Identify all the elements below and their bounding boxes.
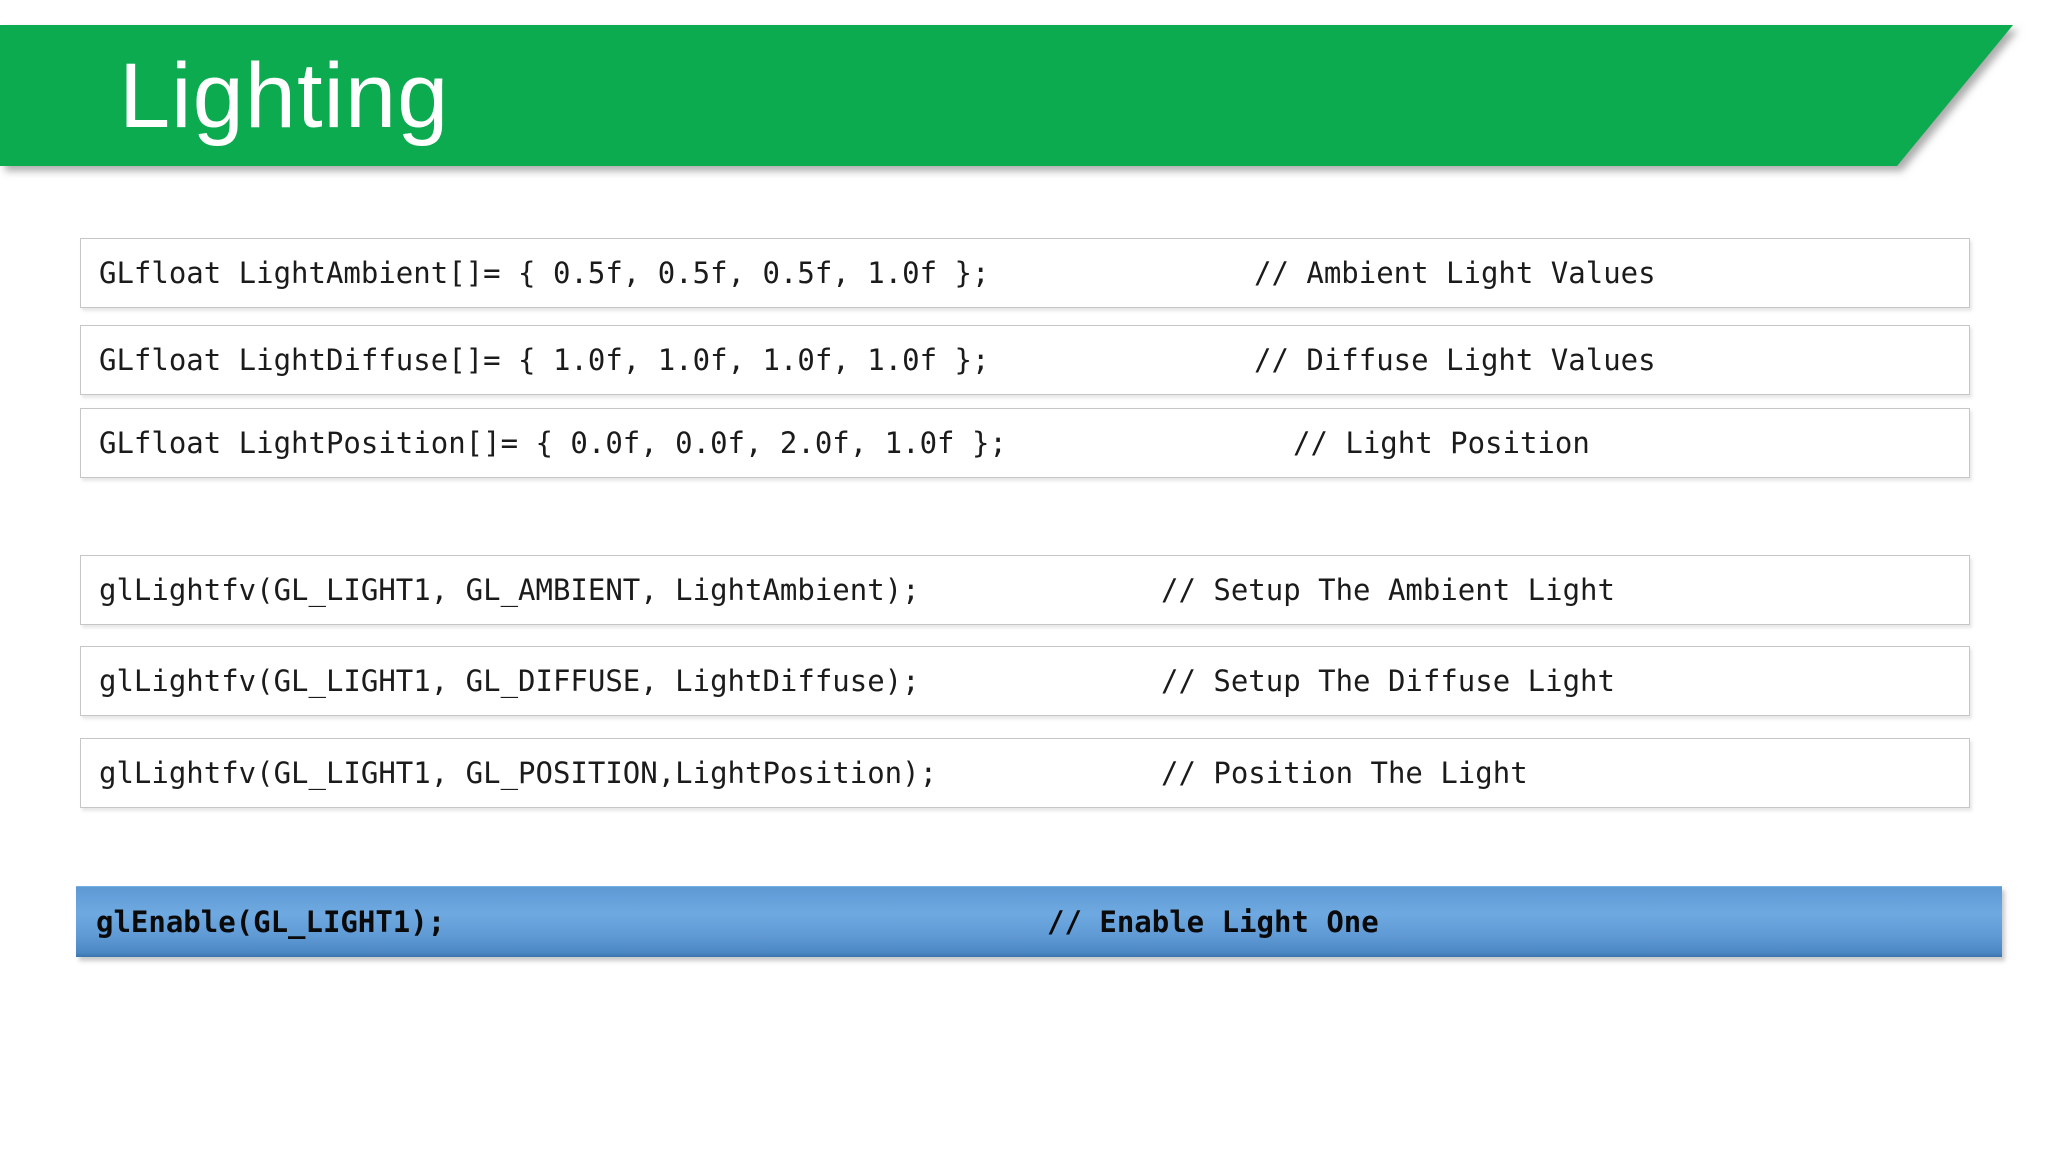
code-row-light-ambient: GLfloat LightAmbient[]= { 0.5f, 0.5f, 0.…: [80, 238, 1970, 308]
title-banner-shape: Lighting: [0, 25, 2013, 166]
title-banner: Lighting: [0, 25, 2013, 166]
code-row-light-diffuse: GLfloat LightDiffuse[]= { 1.0f, 1.0f, 1.…: [80, 325, 1970, 395]
code-comment: // Enable Light One: [1047, 905, 1379, 939]
code-text: glLightfv(GL_LIGHT1, GL_DIFFUSE, LightDi…: [99, 664, 920, 698]
code-comment: // Position The Light: [1161, 756, 1528, 790]
code-comment: // Diffuse Light Values: [1254, 343, 1656, 377]
code-text: glLightfv(GL_LIGHT1, GL_AMBIENT, LightAm…: [99, 573, 920, 607]
code-text: glLightfv(GL_LIGHT1, GL_POSITION,LightPo…: [99, 756, 938, 790]
page-title: Lighting: [119, 44, 450, 147]
code-comment: // Setup The Ambient Light: [1161, 573, 1615, 607]
code-row-light-position: GLfloat LightPosition[]= { 0.0f, 0.0f, 2…: [80, 408, 1970, 478]
code-text: GLfloat LightAmbient[]= { 0.5f, 0.5f, 0.…: [99, 256, 990, 290]
code-text: glEnable(GL_LIGHT1);: [96, 905, 446, 939]
code-row-position-light: glLightfv(GL_LIGHT1, GL_POSITION,LightPo…: [80, 738, 1970, 808]
code-text: GLfloat LightPosition[]= { 0.0f, 0.0f, 2…: [99, 426, 1007, 460]
code-comment: // Light Position: [1293, 426, 1590, 460]
code-row-setup-diffuse: glLightfv(GL_LIGHT1, GL_DIFFUSE, LightDi…: [80, 646, 1970, 716]
highlight-row-enable-light: glEnable(GL_LIGHT1); // Enable Light One: [76, 886, 2002, 957]
code-row-setup-ambient: glLightfv(GL_LIGHT1, GL_AMBIENT, LightAm…: [80, 555, 1970, 625]
code-comment: // Ambient Light Values: [1254, 256, 1656, 290]
code-text: GLfloat LightDiffuse[]= { 1.0f, 1.0f, 1.…: [99, 343, 990, 377]
code-comment: // Setup The Diffuse Light: [1161, 664, 1615, 698]
